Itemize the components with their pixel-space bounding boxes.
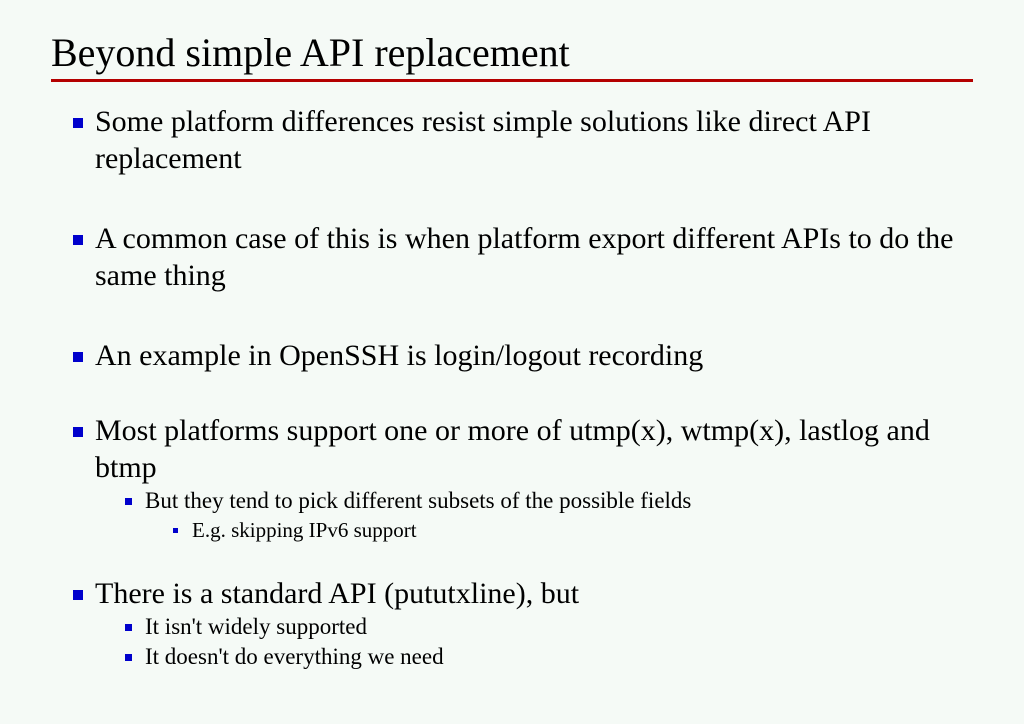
bullet-square-icon: [73, 235, 83, 245]
bullet-text: Some platform differences resist simple …: [95, 105, 871, 175]
bullet-text: Most platforms support one or more of ut…: [95, 414, 930, 484]
bullet-text: E.g. skipping IPv6 support: [192, 518, 417, 542]
slide-title-block: Beyond simple API replacement: [51, 30, 973, 82]
bullet-item-level2: It doesn't do everything we need: [60, 642, 1010, 672]
bullet-square-icon: [173, 528, 178, 533]
slide-body: Some platform differences resist simple …: [60, 103, 1010, 672]
spacer: [60, 544, 1010, 575]
title-underline-rule: [51, 79, 973, 82]
bullet-square-icon: [73, 352, 83, 362]
bullet-item-level3: E.g. skipping IPv6 support: [60, 516, 1010, 544]
bullet-item-level1: An example in OpenSSH is login/logout re…: [60, 337, 1010, 374]
bullet-square-icon: [73, 590, 83, 600]
bullet-square-icon: [125, 654, 132, 661]
bullet-text: An example in OpenSSH is login/logout re…: [95, 339, 704, 372]
bullet-item-level2: It isn't widely supported: [60, 612, 1010, 642]
spacer: [60, 294, 1010, 337]
bullet-item-level1: Most platforms support one or more of ut…: [60, 412, 1010, 486]
page-title: Beyond simple API replacement: [51, 30, 570, 75]
spacer: [60, 177, 1010, 220]
bullet-text: It isn't widely supported: [145, 614, 367, 639]
bullet-item-level1: A common case of this is when platform e…: [60, 220, 1010, 294]
bullet-item-level1: There is a standard API (pututxline), bu…: [60, 575, 1010, 612]
bullet-square-icon: [125, 624, 132, 631]
bullet-text: There is a standard API (pututxline), bu…: [95, 577, 580, 610]
bullet-square-icon: [73, 118, 83, 128]
bullet-square-icon: [73, 427, 83, 437]
bullet-text: But they tend to pick different subsets …: [145, 488, 692, 513]
bullet-text: It doesn't do everything we need: [145, 644, 444, 669]
bullet-item-level1: Some platform differences resist simple …: [60, 103, 1010, 177]
bullet-text: A common case of this is when platform e…: [95, 222, 954, 292]
spacer: [60, 374, 1010, 412]
bullet-item-level2: But they tend to pick different subsets …: [60, 486, 1010, 516]
bullet-square-icon: [125, 498, 132, 505]
